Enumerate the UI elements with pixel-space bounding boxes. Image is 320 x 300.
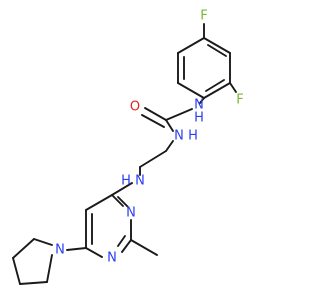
urea-nitrogen-alkyl: N	[174, 129, 184, 144]
pyrimidine-nitrogen-3: N	[126, 206, 136, 221]
amine-nitrogen: N	[135, 174, 145, 189]
bond	[199, 97, 205, 104]
bond	[33, 238, 53, 246]
pyrrolidine-nitrogen: N	[55, 243, 65, 258]
bond	[177, 82, 205, 99]
bond	[19, 281, 48, 285]
bond	[111, 194, 124, 207]
fluorine-atom-top: F	[200, 9, 207, 24]
carbonyl-oxygen: O	[130, 100, 140, 115]
bond	[12, 238, 35, 259]
atom-labels: F F N H O N H H N N N N	[55, 9, 244, 266]
bond	[46, 254, 53, 283]
urea-nitrogen-aryl: N	[194, 98, 204, 113]
bond	[12, 257, 21, 285]
bond	[139, 150, 167, 168]
bond	[141, 114, 165, 128]
bond	[165, 140, 174, 152]
structure-drawing: F F N H O N H H N N N N	[12, 9, 244, 285]
pyrimidine-nitrogen-1: N	[107, 251, 117, 266]
bond	[144, 107, 167, 121]
bond	[111, 182, 133, 196]
bond	[205, 79, 225, 92]
bond	[85, 247, 103, 258]
bond	[177, 37, 205, 54]
urea-hydrogen-aryl: H	[194, 111, 204, 126]
bond	[203, 37, 231, 54]
bond	[117, 235, 126, 247]
molecule-canvas: F F N H O N H H N N N N	[12, 9, 244, 285]
bond	[207, 44, 227, 57]
urea-hydrogen-alkyl: H	[188, 129, 198, 144]
bond	[121, 239, 132, 253]
bond	[66, 247, 87, 251]
bond	[165, 108, 193, 121]
bond	[229, 82, 237, 93]
bond	[85, 194, 113, 211]
bond	[130, 239, 158, 256]
bond	[203, 82, 231, 99]
bonds	[12, 23, 237, 285]
bond	[165, 119, 174, 132]
fluorine-atom-ortho: F	[236, 93, 243, 108]
bond	[117, 196, 129, 208]
amine-hydrogen: H	[121, 174, 131, 189]
